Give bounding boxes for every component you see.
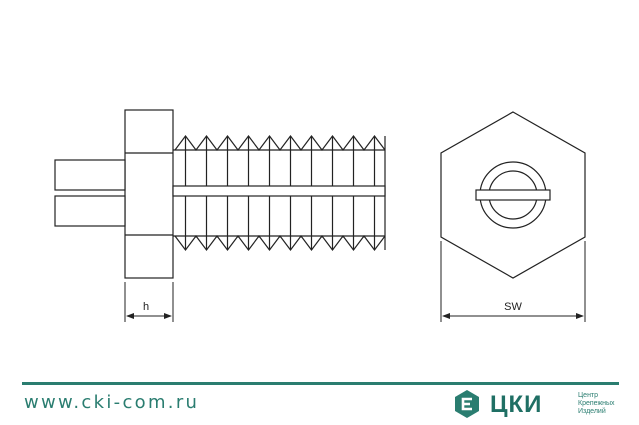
website-link[interactable]: www.cki-com.ru: [24, 392, 200, 413]
dimension-sw: [440, 241, 586, 322]
end-view: [440, 111, 586, 279]
dimension-sw-label: SW: [504, 301, 522, 313]
brand-tagline-line: Центр: [578, 392, 599, 399]
screw-drawing: h SW: [54, 109, 586, 322]
dimension-h-label: h: [143, 301, 149, 313]
pin-lower: [54, 195, 126, 227]
threaded-shank: [173, 135, 386, 251]
dimension-h: [124, 282, 174, 322]
brand-tagline-line: Изделий: [578, 408, 606, 415]
pin-upper: [54, 159, 126, 191]
brand-name: ЦКИ: [490, 391, 543, 418]
brand-tagline-line: Крепежных: [578, 400, 615, 407]
hex-head-side: [124, 109, 174, 279]
shank-slot: [172, 185, 386, 197]
side-view: [54, 109, 386, 279]
end-slot: [475, 189, 551, 201]
cki-logo-icon: [455, 390, 479, 418]
brand-logo: ЦКИ Центр Крепежных Изделий: [452, 389, 622, 421]
footer-divider: [22, 382, 619, 385]
brand-tagline: Центр Крепежных Изделий: [578, 392, 615, 416]
